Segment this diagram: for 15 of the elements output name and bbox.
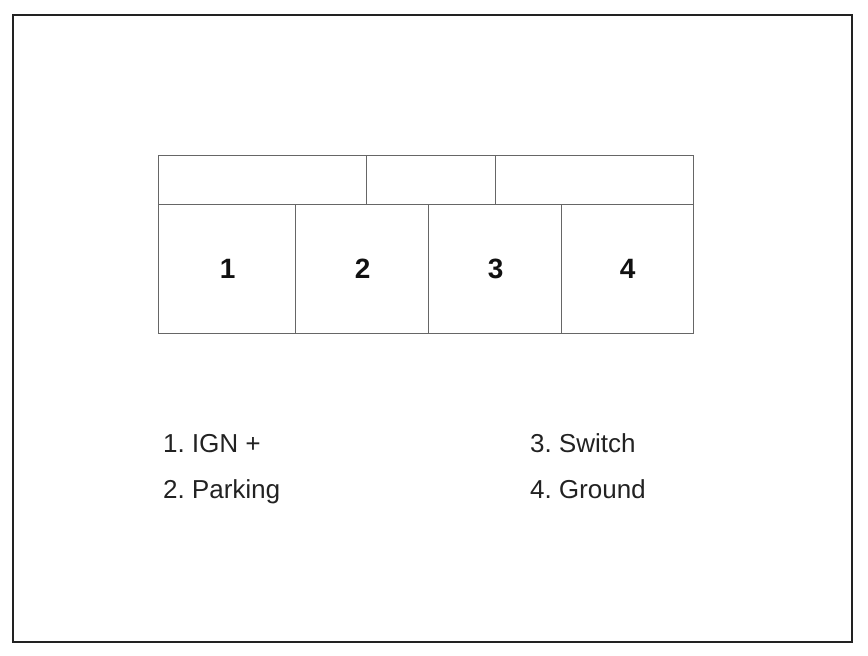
pin-cell <box>295 204 430 334</box>
pin-description: 2. Parking <box>163 474 280 505</box>
housing-cell <box>495 155 694 206</box>
pin-number: 2 <box>354 253 370 285</box>
housing-cell <box>158 155 368 206</box>
pin-number: 1 <box>220 253 236 285</box>
pin-description: 4. Ground <box>530 474 646 505</box>
pin-cell <box>158 204 297 334</box>
pin-cell <box>428 204 563 334</box>
pin-description: 1. IGN + <box>163 428 261 459</box>
pin-number: 4 <box>620 253 636 285</box>
pin-cell <box>561 204 694 334</box>
pin-description: 3. Switch <box>530 428 636 459</box>
pin-number: 3 <box>488 253 504 285</box>
housing-cell <box>366 155 497 206</box>
